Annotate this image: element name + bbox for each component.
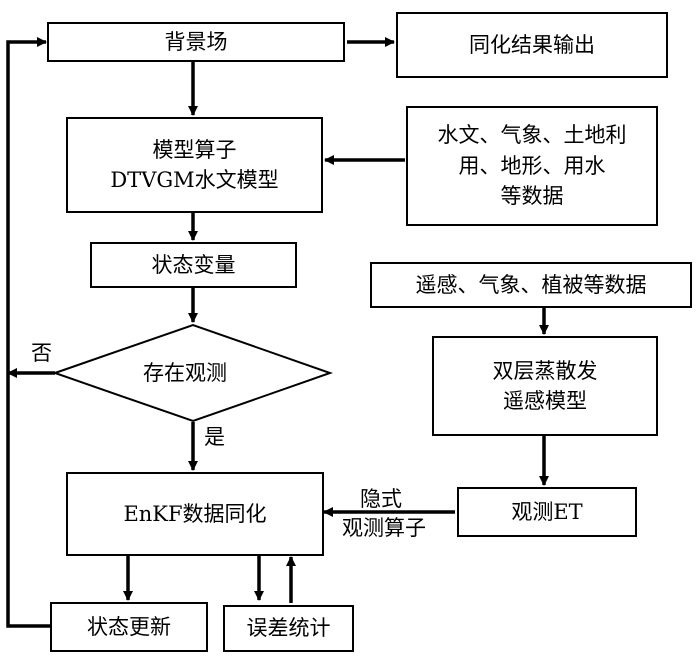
decision-label: 存在观测 [143,361,227,385]
hydro-data-box: 水文、气象、土地利 用、地形、用水 等数据 [406,106,658,226]
error-stats-box: 误差统计 [223,605,354,652]
arrow-loop-update-to-background [6,37,50,628]
hydro-data-line2: 用、地形、用水 [458,153,606,178]
state-variable-box: 状态变量 [90,242,297,288]
yes-label: 是 [204,425,225,449]
model-operator-box: 模型算子 DTVGM水文模型 [66,117,323,213]
state-update-box: 状态更新 [50,602,208,652]
rs-data-box: 遥感、气象、植被等数据 [370,262,692,308]
background-field-label: 背景场 [164,29,228,54]
enkf-box: EnKF数据同化 [66,472,324,556]
no-label: 否 [31,341,52,365]
two-layer-model-box: 双层蒸散发 遥感模型 [432,336,658,436]
rs-data-label: 遥感、气象、植被等数据 [415,272,647,297]
model-operator-line2: DTVGM水文模型 [110,168,279,192]
error-stats-label: 误差统计 [246,616,331,641]
observed-et-box: 观测ET [457,487,637,537]
assimilation-output-box: 同化结果输出 [396,12,668,78]
observed-et-label: 观测ET [511,499,583,524]
hydro-data-line3: 等数据 [500,184,564,209]
hydro-data-line1: 水文、气象、土地利 [437,123,627,148]
two-layer-line2: 遥感模型 [503,389,587,413]
implicit-operator-line2: 观测算子 [342,516,426,540]
assimilation-output-label: 同化结果输出 [469,32,595,57]
model-operator-line1: 模型算子 [152,137,237,162]
state-update-label: 状态更新 [87,614,171,639]
two-layer-line1: 双层蒸散发 [492,358,598,383]
background-field-box: 背景场 [47,22,345,62]
state-variable-label: 状态变量 [151,252,236,277]
decision-diamond [51,323,334,423]
implicit-operator-line1: 隐式 [360,487,402,511]
enkf-label: EnKF数据同化 [123,501,267,526]
